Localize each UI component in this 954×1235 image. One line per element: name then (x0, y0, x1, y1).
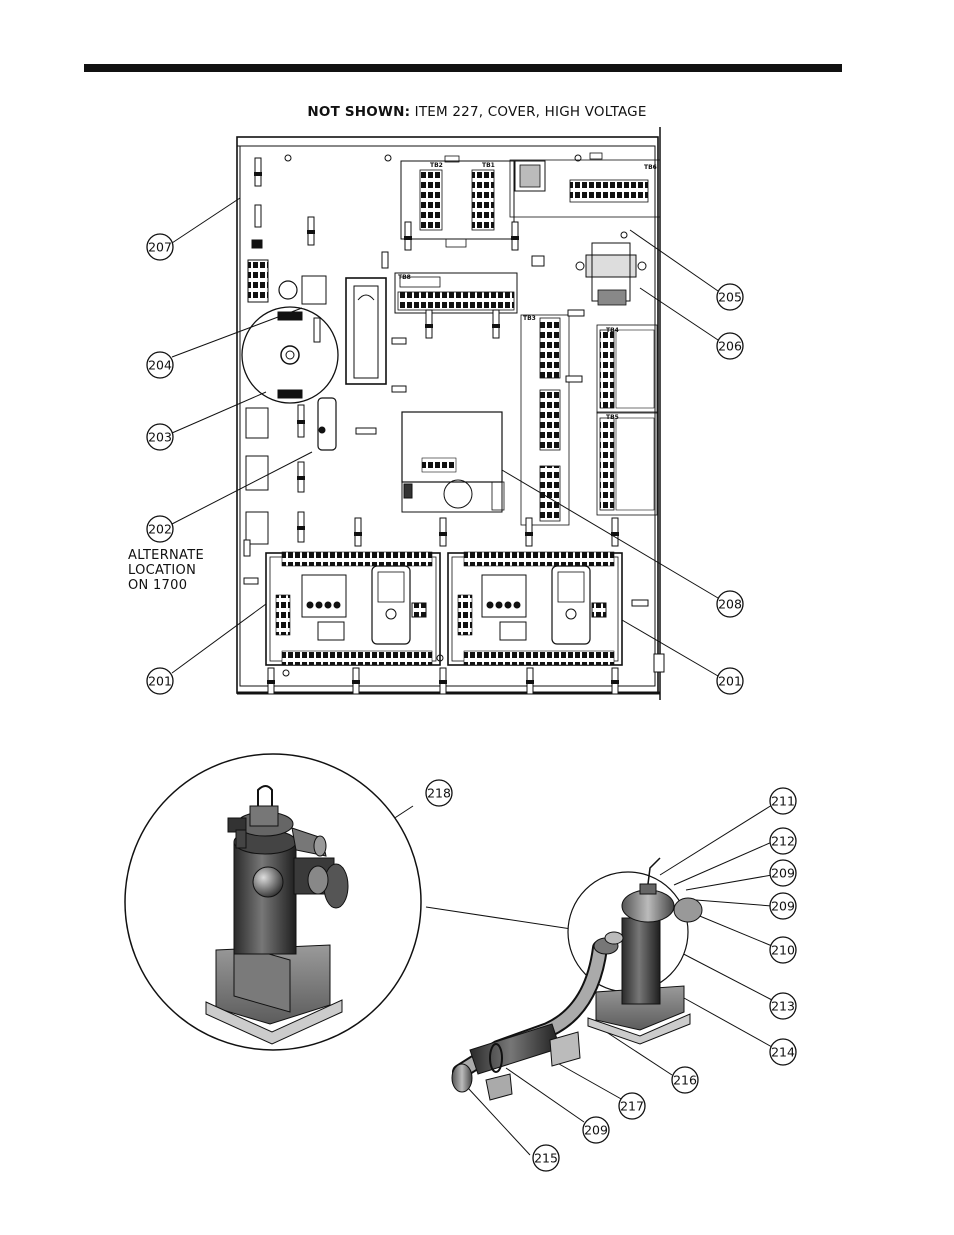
tb8-label: TB8 (398, 274, 411, 281)
svg-text:204: 204 (148, 358, 172, 373)
callout-218: 218 (426, 780, 452, 806)
callout-209-b: 209 (770, 893, 796, 919)
svg-text:211: 211 (771, 794, 795, 809)
svg-text:209: 209 (771, 866, 795, 881)
callout-214: 214 (770, 1039, 796, 1065)
callout-212: 212 (770, 828, 796, 854)
svg-text:206: 206 (718, 339, 742, 354)
tb1-label: TB1 (482, 162, 495, 169)
tb2-label: TB2 (430, 162, 443, 169)
svg-text:217: 217 (620, 1099, 644, 1114)
svg-text:209: 209 (584, 1123, 608, 1138)
callout-209-a: 209 (770, 860, 796, 886)
callout-211: 211 (770, 788, 796, 814)
detail-magnified (125, 754, 421, 1050)
svg-text:205: 205 (718, 290, 742, 305)
svg-text:209: 209 (771, 899, 795, 914)
svg-text:215: 215 (534, 1151, 558, 1166)
callout-206: 206 (717, 333, 743, 359)
svg-text:212: 212 (771, 834, 795, 849)
callout-207: 207 (147, 234, 173, 260)
callout-210: 210 (770, 937, 796, 963)
svg-text:201: 201 (148, 674, 172, 689)
callout-215: 215 (533, 1145, 559, 1171)
humidifier-assembly (452, 858, 702, 1100)
svg-text:203: 203 (148, 430, 172, 445)
svg-text:201: 201 (718, 674, 742, 689)
svg-text:210: 210 (771, 943, 795, 958)
svg-text:208: 208 (718, 597, 742, 612)
tb6-label: TB6 (644, 164, 657, 171)
callout-203: 203 (147, 424, 173, 450)
callout-209-c: 209 (583, 1117, 609, 1143)
svg-text:213: 213 (771, 999, 795, 1014)
svg-text:214: 214 (771, 1045, 795, 1060)
callout-204: 204 (147, 352, 173, 378)
callout-216: 216 (672, 1067, 698, 1093)
svg-text:218: 218 (427, 786, 451, 801)
tb3-label: TB3 (523, 315, 536, 322)
callout-213: 213 (770, 993, 796, 1019)
callout-205: 205 (717, 284, 743, 310)
callout-201-left: 201 (147, 668, 173, 694)
control-panel (237, 127, 664, 700)
callout-208: 208 (717, 591, 743, 617)
callout-217: 217 (619, 1093, 645, 1119)
callout-201-right: 201 (717, 668, 743, 694)
tb5-label: TB5 (606, 414, 619, 421)
svg-text:207: 207 (148, 240, 172, 255)
callout-202: 202 (147, 516, 173, 542)
svg-text:216: 216 (673, 1073, 697, 1088)
tb4-label: TB4 (606, 327, 619, 334)
svg-text:202: 202 (148, 522, 172, 537)
